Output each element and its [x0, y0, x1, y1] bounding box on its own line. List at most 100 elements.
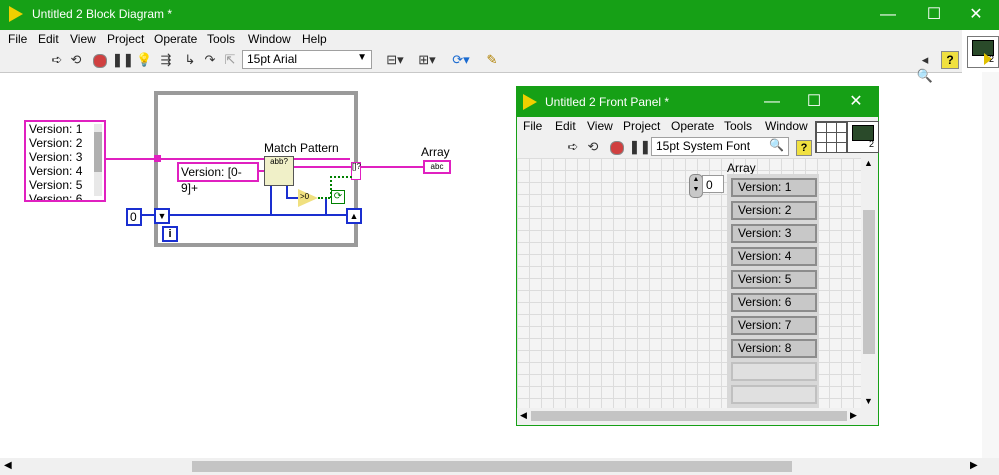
menu-tools[interactable]: Tools	[207, 32, 236, 46]
align-objects-icon[interactable]: ⊟▾	[386, 52, 404, 67]
menu-view[interactable]: View	[70, 32, 96, 46]
offset-past-wire-h[interactable]	[286, 197, 298, 199]
menu-project[interactable]: Project	[107, 32, 145, 46]
scroll-right-icon[interactable]: ▶	[850, 410, 857, 420]
string-element-wire[interactable]	[160, 158, 350, 160]
minimize-button[interactable]: —	[880, 6, 896, 23]
string-array-wire[interactable]	[104, 158, 156, 160]
step-out-icon[interactable]: ⇱	[224, 52, 236, 67]
scroll-left-icon[interactable]: ◀	[520, 410, 527, 420]
menu-window[interactable]: Window	[248, 32, 291, 46]
maximize-button[interactable]: ☐	[926, 6, 942, 23]
connector-pane-pattern[interactable]	[815, 121, 847, 153]
distribute-objects-icon[interactable]: ⊞▾	[418, 52, 436, 67]
font-select[interactable]: 15pt Arial ▼	[242, 50, 372, 69]
vi-icon-connector-pane[interactable]: 2	[967, 36, 999, 68]
front-panel-window: Untitled 2 Front Panel * — ☐ ✕ File Edit…	[516, 86, 879, 426]
search-icon[interactable]: ◂🔍	[916, 52, 934, 83]
offset-in-wire[interactable]	[270, 185, 272, 215]
scroll-right-icon[interactable]: ▶	[970, 460, 978, 471]
match-pattern-function[interactable]: abb?	[264, 156, 294, 186]
fp-minimize-button[interactable]: —	[764, 93, 780, 110]
offset-wire[interactable]	[170, 214, 346, 216]
stop-condition-terminal[interactable]: ⟳	[331, 190, 345, 204]
numeric-constant[interactable]: 0	[126, 208, 142, 226]
menu-file[interactable]: File	[8, 32, 28, 46]
step-into-icon[interactable]: ↳	[184, 52, 196, 67]
fp-menu-operate[interactable]: Operate	[671, 119, 715, 133]
run-continuous-icon[interactable]: ⟲	[70, 52, 82, 67]
scroll-thumb[interactable]	[192, 461, 792, 472]
boolean-wire[interactable]	[318, 197, 330, 200]
string-array-constant[interactable]: Version: 1 Version: 2 Version: 3 Version…	[24, 120, 106, 202]
fp-menu-edit[interactable]: Edit	[555, 119, 576, 133]
conditional-output-tunnel[interactable]: []?	[351, 162, 361, 180]
scroll-down-icon[interactable]: ▼	[864, 396, 873, 406]
cleanup-diagram-icon[interactable]: ✎	[486, 52, 498, 67]
array-indicator-terminal[interactable]: abc	[423, 160, 451, 174]
highlight-execution-icon[interactable]: 💡	[136, 52, 153, 67]
vi-icon	[852, 125, 874, 141]
fp-menu-project[interactable]: Project	[623, 119, 661, 133]
search-icon[interactable]: 🔍	[769, 138, 784, 152]
fp-vi-icon[interactable]: 2	[847, 121, 879, 153]
pause-icon[interactable]: ❚❚	[112, 52, 134, 67]
scroll-up-icon[interactable]: ▲	[864, 158, 873, 168]
boolean-wire-top[interactable]	[330, 176, 352, 179]
offset-return-wire[interactable]	[325, 198, 327, 214]
fp-connector-count: 2	[869, 139, 875, 149]
fp-horizontal-scrollbar[interactable]: ◀ ▶	[517, 408, 861, 424]
iteration-terminal[interactable]: i	[162, 226, 178, 242]
match-output-wire[interactable]	[293, 166, 351, 168]
fp-close-button[interactable]: ✕	[849, 93, 863, 110]
array-index-display[interactable]: 0	[702, 175, 724, 193]
reorder-icon[interactable]: ⟳▾	[452, 52, 470, 67]
labview-logo-icon	[9, 6, 23, 22]
diagram-horizontal-scrollbar[interactable]: ◀ ▶	[0, 458, 999, 475]
menu-operate[interactable]: Operate	[154, 32, 198, 46]
scroll-left-icon[interactable]: ◀	[4, 460, 12, 471]
diagram-vertical-scrollbar[interactable]	[982, 72, 999, 458]
scroll-thumb[interactable]	[94, 132, 102, 172]
fp-menu-view[interactable]: View	[587, 119, 613, 133]
array-scrollbar[interactable]	[94, 124, 102, 196]
help-icon[interactable]: ?	[941, 51, 959, 69]
loop-input-tunnel[interactable]	[154, 155, 161, 162]
front-panel-canvas[interactable]: Array ▲▼ 0 Version: 1 Version: 2 Version…	[517, 158, 861, 408]
shift-register-left[interactable]: ▼	[154, 208, 170, 224]
regex-wire[interactable]	[255, 170, 267, 172]
close-button[interactable]: ✕	[969, 6, 983, 23]
greater-than-zero-function[interactable]	[298, 189, 318, 207]
array-element: Version: 2	[29, 136, 83, 150]
step-over-icon[interactable]: ↷	[204, 52, 216, 67]
fp-help-icon[interactable]: ?	[796, 140, 812, 156]
array-element: Version: 5	[29, 178, 83, 192]
run-continuous-icon[interactable]: ⟲	[587, 139, 599, 154]
scroll-thumb[interactable]	[531, 411, 847, 421]
menu-help[interactable]: Help	[302, 32, 327, 46]
scroll-thumb[interactable]	[863, 210, 875, 354]
fp-menu-window[interactable]: Window	[765, 119, 808, 133]
abort-icon[interactable]	[93, 54, 107, 68]
abort-icon[interactable]	[610, 141, 624, 155]
menu-edit[interactable]: Edit	[38, 32, 59, 46]
shift-register-right[interactable]: ▲	[346, 208, 362, 224]
array-indicator[interactable]: Version: 1 Version: 2 Version: 3 Version…	[727, 174, 819, 408]
numeric-wire[interactable]	[140, 214, 154, 216]
output-array-wire[interactable]	[358, 166, 424, 168]
fp-maximize-button[interactable]: ☐	[806, 93, 822, 110]
fp-menu-file[interactable]: File	[523, 119, 543, 133]
array-element: Version: 6	[731, 293, 817, 312]
boolean-wire-vertical[interactable]	[330, 176, 333, 198]
run-arrow-icon[interactable]: ➪	[51, 52, 63, 67]
run-arrow-icon[interactable]: ➪	[567, 139, 579, 154]
retain-wire-values-icon[interactable]: ⇶	[160, 52, 172, 67]
index-increment-decrement[interactable]: ▲▼	[689, 174, 703, 198]
chevron-down-icon: ▼	[357, 52, 367, 63]
fp-vertical-scrollbar[interactable]: ▲ ▼	[861, 158, 877, 408]
pause-icon[interactable]: ❚❚	[629, 139, 651, 154]
fp-menu-tools[interactable]: Tools	[724, 119, 753, 133]
regex-constant[interactable]: Version: [0-9]+	[177, 162, 259, 195]
offset-past-wire[interactable]	[286, 185, 288, 198]
fp-font-select[interactable]: 15pt System Font 🔍	[651, 137, 789, 156]
